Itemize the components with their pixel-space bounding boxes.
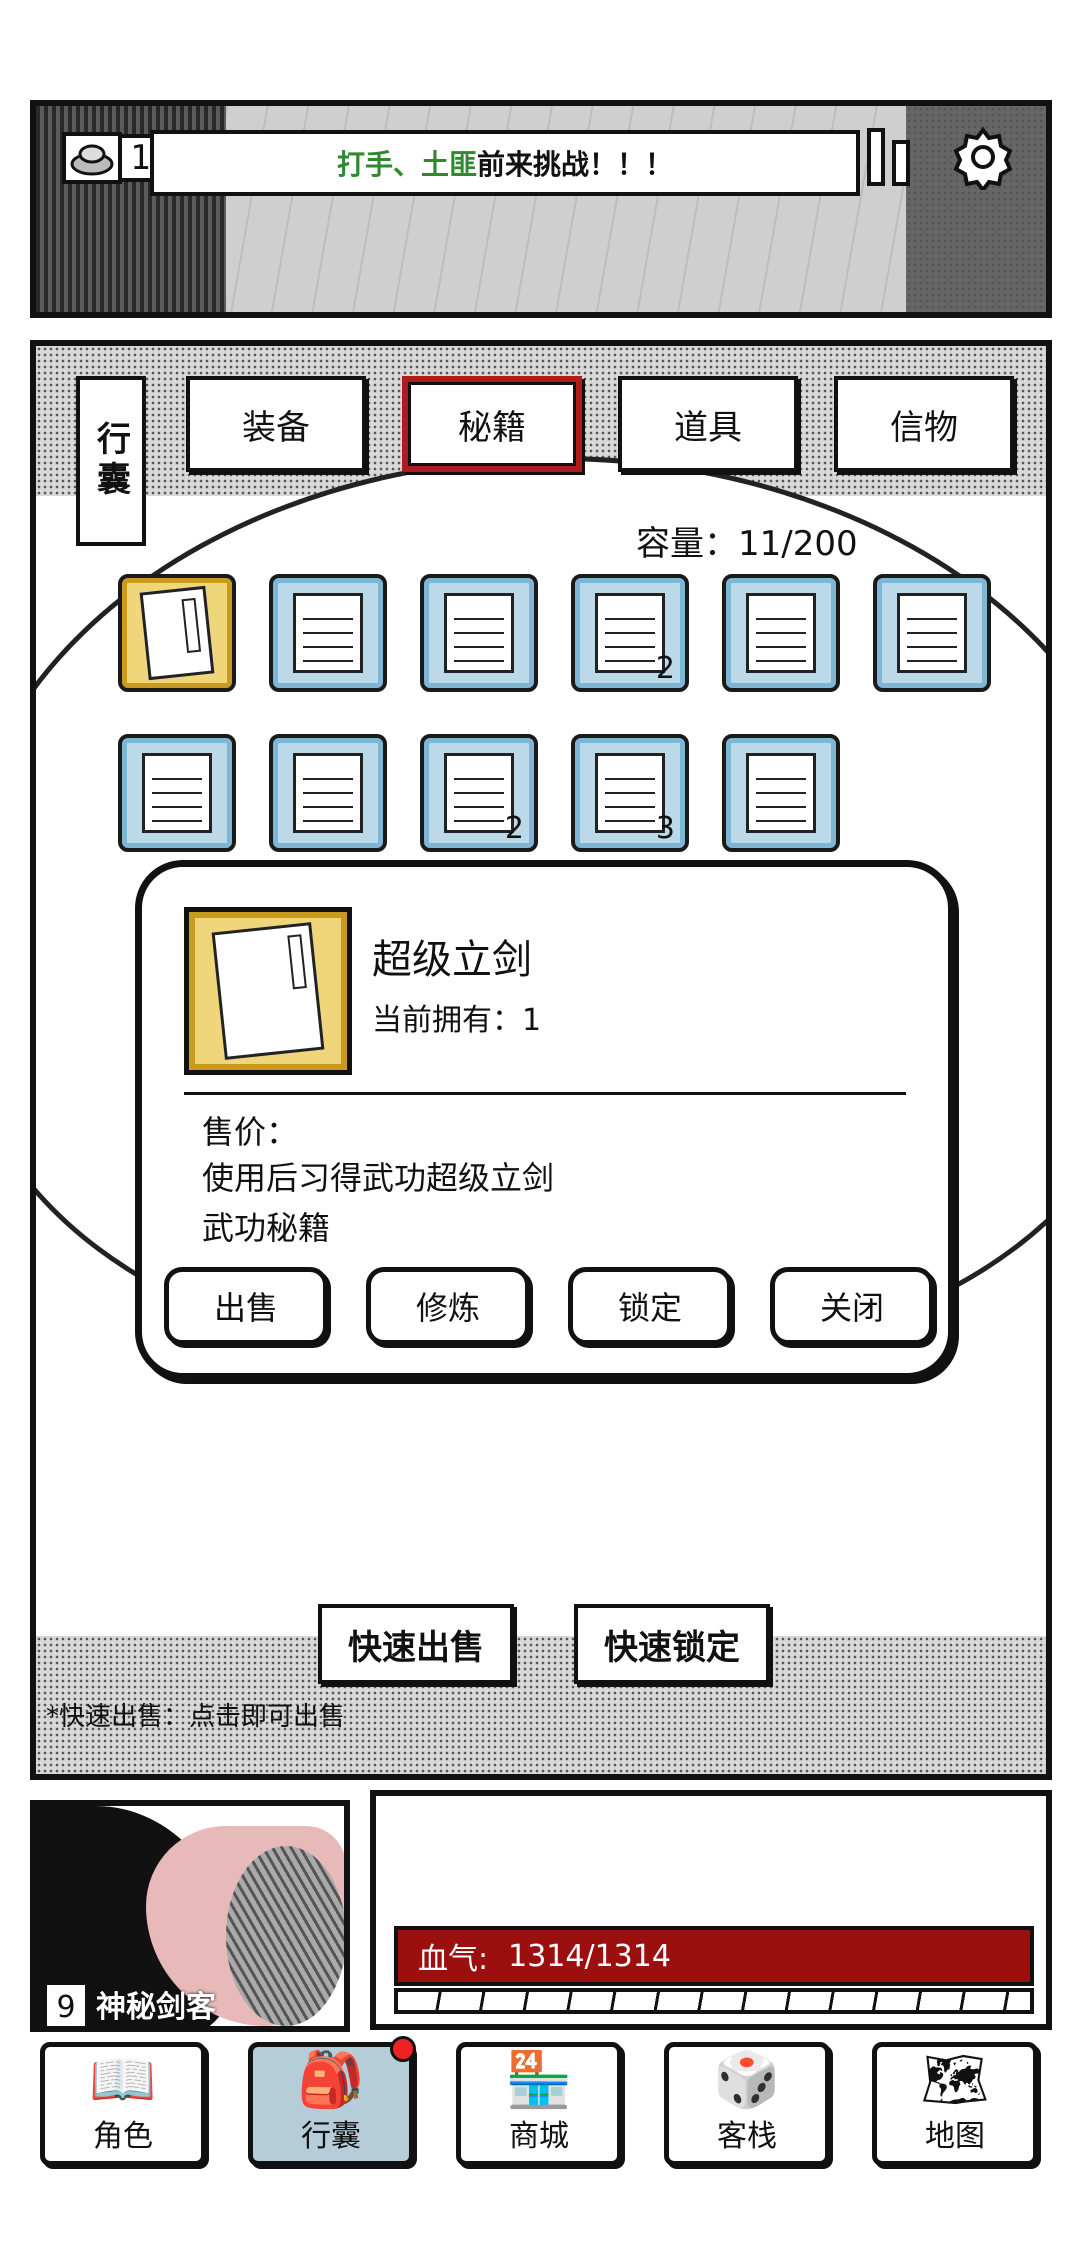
inventory-slot[interactable]: 2 — [420, 734, 538, 852]
tab-manuals[interactable]: 秘籍 — [402, 376, 582, 472]
quick-lock-button[interactable]: 快速锁定 — [574, 1604, 770, 1684]
character-name: 神秘剑客 — [96, 1990, 216, 2025]
silver-ingot-icon — [62, 132, 122, 184]
hp-sub-bar — [394, 1988, 1034, 2014]
sell-button[interactable]: 出售 — [164, 1267, 328, 1345]
scroll-icon — [288, 593, 364, 688]
capacity-label: 容量： — [636, 524, 738, 564]
inventory-slot[interactable] — [722, 734, 840, 852]
hp-value: 1314/1314 — [508, 1938, 671, 1974]
manual-book-icon — [211, 922, 325, 1060]
train-button[interactable]: 修炼 — [366, 1267, 530, 1345]
quick-sell-button[interactable]: 快速出售 — [318, 1604, 514, 1684]
scroll-icon — [741, 593, 817, 688]
scroll-icon — [892, 593, 968, 688]
challenge-text: 前来挑战！！！ — [477, 148, 674, 181]
scroll-icon — [590, 593, 666, 688]
slot-count: 3 — [655, 811, 675, 846]
nav-map-label: 地图 — [925, 2119, 985, 2154]
challenge-enemies: 打手、土匪 — [336, 148, 477, 181]
nav-inn-button[interactable]: 🎲 客栈 — [664, 2042, 830, 2166]
scroll-icon — [590, 753, 666, 848]
inn-icon: 🎲 — [713, 2048, 781, 2111]
nav-character-button[interactable]: 📖 角色 — [40, 2042, 206, 2166]
inventory-slot[interactable] — [722, 574, 840, 692]
gear-icon[interactable] — [950, 124, 1016, 194]
detail-item-owned: 当前拥有：1 — [372, 1003, 542, 1038]
bag-side-tab: 行囊 — [76, 376, 146, 546]
nav-inn-label: 客栈 — [717, 2119, 777, 2154]
scroll-icon — [288, 753, 364, 848]
nav-character-label: 角色 — [93, 2119, 153, 2154]
detail-divider — [184, 1092, 906, 1095]
inventory-slot[interactable] — [269, 734, 387, 852]
challenge-banner: 打手、土匪 前来挑战！！！ — [150, 130, 860, 196]
hp-label: 血气: — [418, 1942, 489, 1977]
nav-shop-label: 商城 — [509, 2119, 569, 2154]
inventory-slot[interactable]: 2 — [571, 574, 689, 692]
inventory-slot[interactable] — [873, 574, 991, 692]
nav-shop-button[interactable]: 🏪 商城 — [456, 2042, 622, 2166]
character-portrait[interactable]: 9 神秘剑客 — [30, 1800, 350, 2032]
detail-item-icon — [184, 907, 352, 1075]
slot-count: 2 — [504, 811, 524, 846]
map-icon: 🗺 — [920, 2048, 990, 2111]
inventory-slot[interactable]: 3 — [571, 734, 689, 852]
scroll-icon — [439, 593, 515, 688]
detail-item-description: 使用后习得武功超级立剑 — [202, 1159, 555, 1197]
inventory-slot[interactable] — [118, 734, 236, 852]
lock-button[interactable]: 锁定 — [568, 1267, 732, 1345]
bag-icon: 🎒 — [297, 2048, 365, 2111]
manual-book-icon — [139, 585, 215, 681]
slot-count: 2 — [655, 651, 675, 686]
portrait-mask — [226, 1846, 344, 2026]
nav-map-button[interactable]: 🗺 地图 — [872, 2042, 1038, 2166]
nav-bag-button[interactable]: 🎒 行囊 — [248, 2042, 414, 2166]
status-panel: 血气: 1314/1314 — [370, 1790, 1052, 2030]
inventory-bg-bottom — [36, 1636, 1046, 1774]
character-level: 9 — [44, 1982, 88, 2026]
capacity-value: 11/200 — [738, 524, 858, 564]
inventory-slot[interactable] — [269, 574, 387, 692]
item-detail-popup: 超级立剑 当前拥有：1 售价： 使用后习得武功超级立剑 武功秘籍 出售 修炼 锁… — [135, 860, 955, 1380]
detail-item-price: 售价： — [202, 1113, 299, 1151]
shop-icon: 🏪 — [505, 2048, 573, 2111]
capacity-indicator: 容量：11/200 — [636, 516, 858, 565]
book-icon: 📖 — [89, 2048, 157, 2111]
scroll-icon — [137, 753, 213, 848]
nav-bag-label: 行囊 — [301, 2119, 361, 2154]
tab-items[interactable]: 道具 — [618, 376, 798, 472]
tab-equipment[interactable]: 装备 — [186, 376, 366, 472]
scroll-icon — [741, 753, 817, 848]
detail-item-name: 超级立剑 — [372, 937, 532, 983]
tab-tokens[interactable]: 信物 — [834, 376, 1014, 472]
scroll-icon — [439, 753, 515, 848]
inventory-slot[interactable] — [420, 574, 538, 692]
quick-sell-hint: *快速出售：点击即可出售 — [46, 1702, 346, 1732]
inventory-slot[interactable] — [118, 574, 236, 692]
hp-bar: 血气: 1314/1314 — [394, 1926, 1034, 1986]
bag-notification-badge — [390, 2036, 416, 2062]
close-button[interactable]: 关闭 — [770, 1267, 934, 1345]
detail-item-type: 武功秘籍 — [202, 1209, 331, 1247]
